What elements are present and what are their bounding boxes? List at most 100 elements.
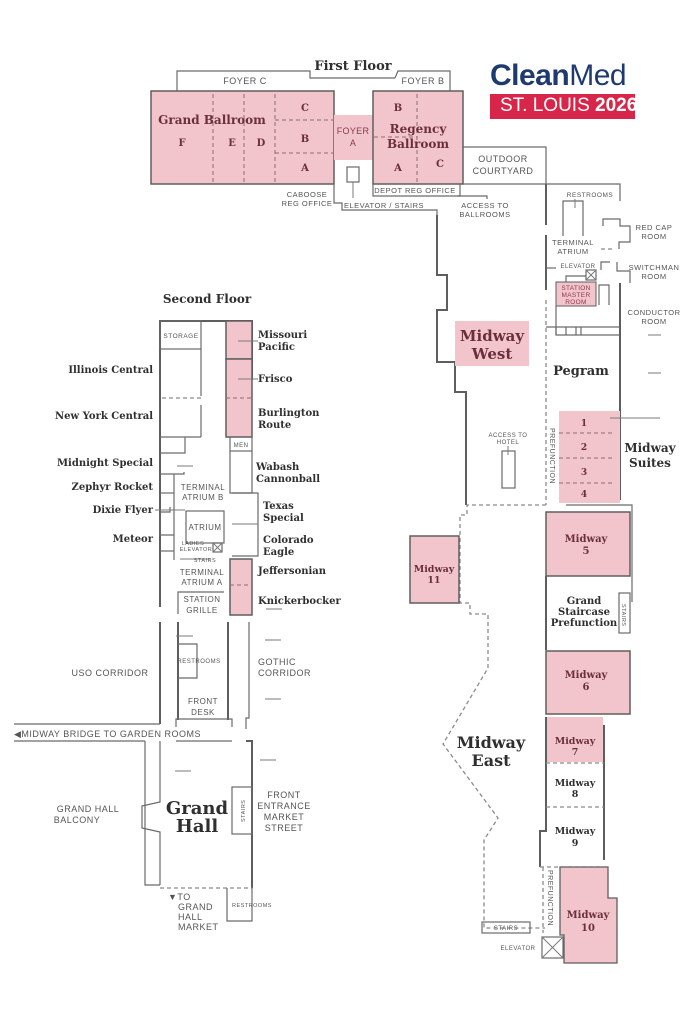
- gothic-corridor: GOTHIC: [258, 657, 296, 667]
- midway-6[interactable]: Midway 6: [545, 650, 631, 715]
- svg-text:11: 11: [427, 575, 440, 586]
- switchman-room: SWITCHMAN: [629, 263, 680, 272]
- section-b: B: [301, 134, 309, 145]
- zephyr-rocket[interactable]: Zephyr Rocket: [72, 482, 154, 493]
- section-a: A: [300, 163, 309, 174]
- midway-9[interactable]: Midway 9: [555, 826, 596, 849]
- caboose-reg-office: CABOOSE: [287, 190, 328, 199]
- svg-text:Prefunction: Prefunction: [551, 618, 618, 629]
- midway-10[interactable]: Midway 10: [559, 866, 618, 964]
- svg-text:BALLROOMS: BALLROOMS: [459, 210, 510, 219]
- section-e: E: [228, 138, 236, 149]
- stairs-second: STAIRS: [194, 558, 216, 564]
- svg-text:Suites: Suites: [629, 456, 671, 470]
- missouri-pacific-room[interactable]: [225, 320, 253, 360]
- regency-ballroom[interactable]: B Regency Ballroom A C: [372, 90, 464, 185]
- grand-hall-restrooms: RESTROOMS: [232, 903, 272, 909]
- grand-hall-balcony: GRAND HALL: [57, 804, 120, 814]
- svg-text:Staircase: Staircase: [558, 607, 610, 618]
- to-grand-hall-market[interactable]: ▼TO: [168, 892, 191, 902]
- terminal-atrium: TERMINAL: [552, 238, 594, 247]
- regency-section-b: B: [394, 103, 402, 114]
- jeffersonian[interactable]: Jeffersonian: [257, 566, 327, 577]
- svg-text:MARKET: MARKET: [264, 812, 305, 822]
- suite-2: 2: [581, 443, 587, 453]
- midway-east-outline: [442, 504, 546, 929]
- svg-text:BALCONY: BALCONY: [54, 815, 101, 825]
- texas-special[interactable]: Texas: [263, 501, 294, 512]
- elevator-shaft: [346, 166, 360, 183]
- svg-text:ATRIUM: ATRIUM: [188, 523, 221, 532]
- elevator-second: ELEVATOR: [180, 547, 212, 553]
- elevator-first: ELEVATOR: [560, 264, 595, 270]
- ladies-restroom: LADIES: [182, 541, 205, 547]
- stairs-label: STAIRS: [620, 604, 626, 626]
- svg-text:STAIRS: STAIRS: [241, 800, 247, 822]
- svg-text:Midway: Midway: [567, 910, 611, 921]
- elevator-icon: [585, 269, 597, 281]
- jeffersonian-knickerbocker-rooms[interactable]: [229, 558, 253, 616]
- svg-text:East: East: [472, 751, 512, 770]
- meteor[interactable]: Meteor: [113, 534, 154, 545]
- midway-west[interactable]: Midway West: [455, 321, 529, 366]
- svg-text:Special: Special: [263, 513, 304, 524]
- midway-suites-label: Midway: [624, 441, 676, 455]
- regency-section-a: A: [393, 163, 402, 174]
- svg-text:MEN: MEN: [234, 443, 249, 449]
- stairs-box: [618, 592, 631, 634]
- svg-text:Midway: Midway: [414, 564, 455, 575]
- foyer-c-outline: [176, 70, 395, 92]
- grand-hall[interactable]: Grand: [166, 798, 229, 819]
- atrium[interactable]: [185, 510, 225, 544]
- svg-text:Hall: Hall: [176, 816, 219, 837]
- svg-text:Ballroom: Ballroom: [387, 137, 449, 151]
- wabash-cannonball[interactable]: Wabash: [255, 462, 300, 473]
- colorado-eagle[interactable]: Colorado: [263, 535, 314, 546]
- svg-text:Midway: Midway: [460, 327, 525, 345]
- section-c: C: [301, 103, 309, 114]
- dixie-flyer[interactable]: Dixie Flyer: [93, 505, 154, 516]
- suite-1: 1: [581, 419, 587, 429]
- midway-8[interactable]: Midway 8: [555, 778, 596, 800]
- frisco[interactable]: Frisco: [258, 374, 293, 385]
- svg-text:FOYER: FOYER: [337, 126, 370, 136]
- midway-east-label[interactable]: Midway: [457, 733, 526, 752]
- midway-5[interactable]: Midway 5: [545, 511, 631, 577]
- storage-room: [159, 320, 202, 350]
- grand-staircase-prefunction[interactable]: Grand: [567, 596, 602, 607]
- midway-7[interactable]: Midway 7: [546, 717, 603, 762]
- pegram-room[interactable]: Pegram: [553, 364, 609, 379]
- logo-city-badge: ST. LOUIS 2026: [490, 94, 637, 119]
- section-d: D: [257, 138, 266, 149]
- front-desk[interactable]: FRONT: [188, 697, 218, 706]
- station-master-room[interactable]: STATION MASTER ROOM: [555, 281, 597, 307]
- svg-text:Midway: Midway: [555, 736, 596, 747]
- svg-text:9: 9: [572, 838, 579, 849]
- grand-hall-stairs: [231, 786, 253, 835]
- foyer-b-label: FOYER B: [401, 76, 444, 86]
- svg-text:HOTEL: HOTEL: [497, 440, 520, 446]
- station-grille[interactable]: STATION: [184, 595, 221, 604]
- midnight-special[interactable]: Midnight Special: [57, 458, 153, 469]
- midway-11[interactable]: Midway 11: [409, 535, 460, 604]
- missouri-pacific[interactable]: Missouri: [258, 330, 307, 341]
- grand-ballroom[interactable]: Grand Ballroom F E D C B A: [150, 90, 335, 185]
- svg-text:STATION: STATION: [561, 285, 590, 292]
- foyer-a[interactable]: FOYER A: [334, 115, 373, 160]
- midway-suites[interactable]: 1 2 3 4: [559, 411, 620, 503]
- midway-bridge-to-garden-rooms[interactable]: ◀MIDWAY BRIDGE TO GARDEN ROOMS: [14, 729, 201, 739]
- regency-section-c: C: [436, 159, 444, 170]
- illinois-central[interactable]: Illinois Central: [68, 365, 153, 376]
- knickerbocker[interactable]: Knickerbocker: [258, 596, 341, 607]
- svg-text:ROOM: ROOM: [641, 232, 666, 241]
- burlington-route[interactable]: Burlington: [258, 408, 320, 419]
- terminal-atrium-a: TERMINAL: [180, 568, 225, 577]
- new-york-central[interactable]: New York Central: [55, 411, 153, 422]
- grand-ballroom-label: Grand Ballroom: [158, 113, 266, 127]
- frisco-burlington-rooms[interactable]: [225, 358, 253, 438]
- svg-text:Midway: Midway: [555, 778, 596, 789]
- svg-text:8: 8: [572, 789, 579, 800]
- suite-4: 4: [581, 490, 587, 500]
- suite-3: 3: [581, 468, 587, 478]
